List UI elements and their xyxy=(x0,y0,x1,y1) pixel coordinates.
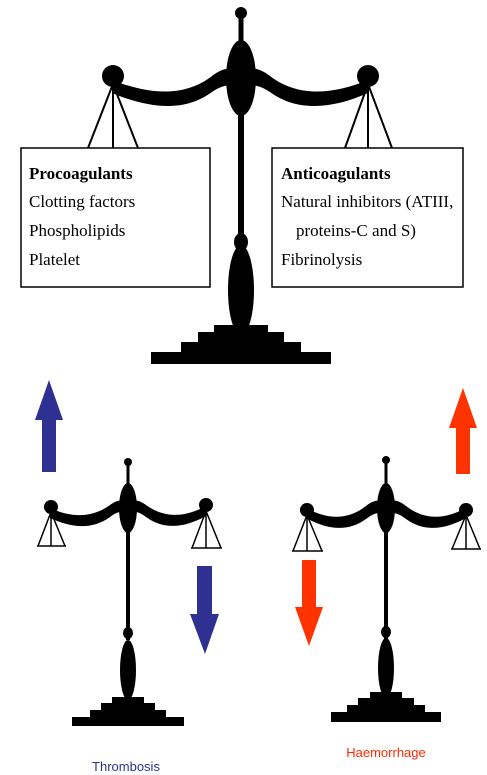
haemorrhage-scale-post xyxy=(384,530,388,640)
thrombosis-scale-base-step-2 xyxy=(101,703,155,710)
haemorrhage-scale-base-step-2 xyxy=(358,698,414,705)
top-scale-pivot xyxy=(226,40,256,116)
arrow-up-icon xyxy=(449,388,477,474)
anticoagulants-title: Anticoagulants xyxy=(281,164,391,183)
thrombosis-scale-post-ring xyxy=(123,627,133,639)
haemorrhage-scale-right-knob xyxy=(459,503,473,517)
arrow-down-icon xyxy=(295,560,323,646)
haemorrhage-scale-left-knob xyxy=(300,503,314,517)
top-scale-left-beam-knob xyxy=(102,65,124,87)
procoagulants-title: Procoagulants xyxy=(29,164,133,183)
top-scale-post-bulb xyxy=(228,245,254,335)
haemorrhage-scale-base-step-1 xyxy=(370,692,402,698)
top-balance-scale: Procoagulants Clotting factors Phospholi… xyxy=(21,7,463,364)
thrombosis-scale-base-step-3 xyxy=(90,710,166,717)
haemorrhage-scale-post-bulb xyxy=(378,638,394,698)
haemorrhage-balance-scale: Haemorrhage xyxy=(292,388,481,760)
haemorrhage-scale-pivot xyxy=(377,483,395,533)
top-scale-base-step-1 xyxy=(214,325,268,332)
anticoagulant-item: Natural inhibitors (ATIII, xyxy=(281,192,453,211)
procoagulant-item: Clotting factors xyxy=(29,192,135,211)
thrombosis-scale-right-knob xyxy=(199,498,213,512)
thrombosis-scale-post xyxy=(126,530,130,640)
procoagulant-item: Phospholipids xyxy=(29,221,125,240)
procoagulant-item: Platelet xyxy=(29,250,80,269)
top-scale-post xyxy=(238,110,244,250)
thrombosis-scale-pivot xyxy=(119,483,137,533)
thrombosis-scale-left-knob xyxy=(44,500,58,514)
thrombosis-scale-base-step-4 xyxy=(72,717,184,726)
top-scale-right-beam-knob xyxy=(357,65,379,87)
thrombosis-balance-scale: Thrombosis xyxy=(35,380,222,774)
anticoagulant-item: proteins-C and S) xyxy=(296,221,416,240)
top-scale-base-step-2 xyxy=(198,332,284,342)
anticoagulant-item: Fibrinolysis xyxy=(281,250,362,269)
top-scale-base-step-4 xyxy=(151,352,331,364)
thrombosis-label: Thrombosis xyxy=(92,759,160,774)
arrow-down-icon xyxy=(190,566,219,654)
arrow-up-icon xyxy=(35,380,63,472)
thrombosis-scale-post-bulb xyxy=(120,640,136,700)
haemorrhage-scale-post-ring xyxy=(381,626,391,638)
haemorrhage-scale-base-step-3 xyxy=(347,705,425,712)
top-scale-base-step-3 xyxy=(181,342,301,352)
thrombosis-scale-base-step-1 xyxy=(112,697,144,703)
haemorrhage-label: Haemorrhage xyxy=(346,745,426,760)
haemorrhage-scale-base-step-4 xyxy=(331,712,441,722)
